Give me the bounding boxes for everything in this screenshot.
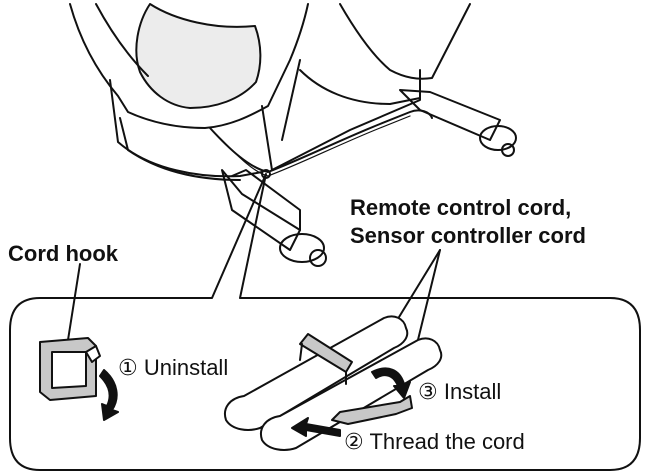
cord-hook-installed [299,333,353,373]
cord-hook-clip [85,345,101,363]
step-uninstall-label: ① Uninstall [118,355,229,380]
step-thread-label: ② Thread the cord [344,429,525,454]
chair-cushion [135,3,262,109]
chair-leg-left-top [231,169,301,231]
chair-leg-right [399,89,501,141]
chair-base-edge [119,117,241,181]
chair-caster-right [479,125,517,151]
cord-leader-2 [415,249,441,349]
cord-hook-installed-post [299,343,347,385]
cord-leader-1 [395,249,441,323]
chair-frame [261,69,421,171]
chair-caster-left [279,233,325,263]
step-install-label: ③ Install [418,379,502,404]
chair-seat-shell [69,3,309,129]
install-arrow [371,367,411,399]
cord-hook-latch [331,395,413,425]
chair-back-shell [339,3,471,80]
cord-install-detail [224,249,443,451]
uninstall-arrow [99,369,119,421]
cord-hook-detail [39,263,119,421]
chair-caster-right-hub [501,143,515,157]
chair-frame-inner [281,59,301,141]
cord-upper [224,315,409,431]
chair-cord [209,109,433,173]
chair-back-lower [299,69,421,105]
thread-arrow [291,417,341,437]
chair-leg-left [221,169,301,251]
cord-hook-label: Cord hook [8,241,118,266]
chair-illustration [69,3,517,267]
cord-names-label-line1: Remote control cord, [350,195,572,220]
chair-caster-left-hub [309,249,327,267]
cord-hook-leader [67,263,81,341]
callout-balloon [9,173,641,471]
cord-hook-frame [39,337,97,401]
chair-cord-inner [213,115,411,177]
cord-names-label-line2: Sensor controller cord [350,223,586,248]
chair-armrest-left [95,3,149,77]
